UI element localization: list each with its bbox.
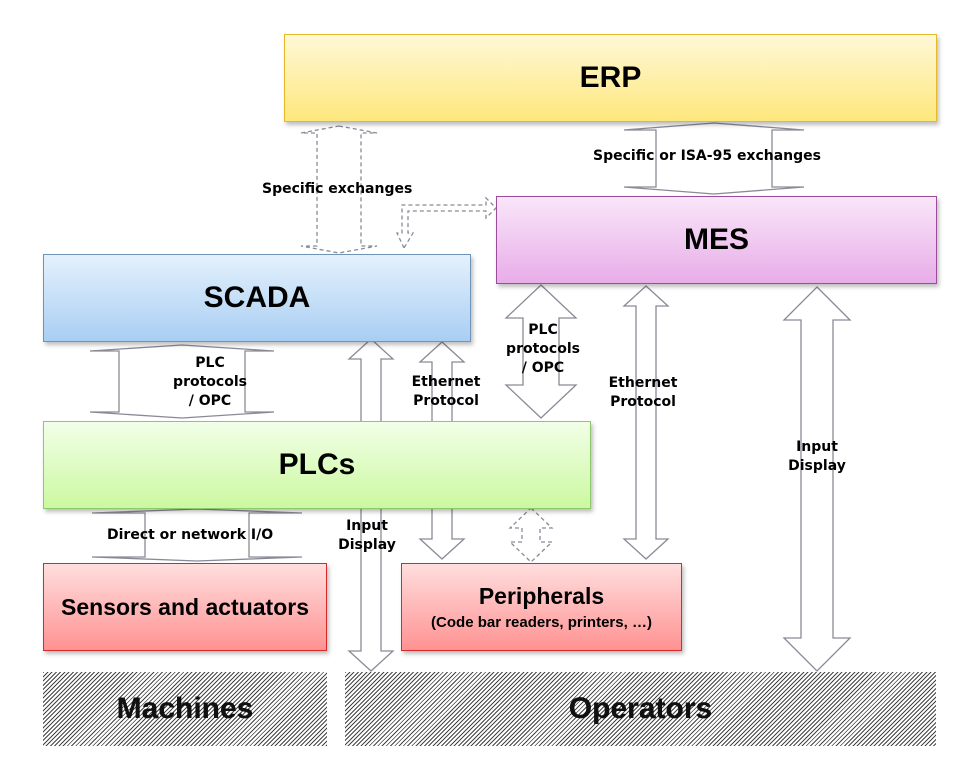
label-line: Display [338,537,396,553]
label-mes-operators: Input Display [777,438,857,476]
label-line: / OPC [188,393,232,409]
label-line: Ethernet [411,374,481,390]
arrow-mes-peripherals [622,285,670,560]
peripherals-label: Peripherals [478,583,605,609]
label-line: Display [788,458,846,474]
arrow-scada-mes-bent [395,196,497,250]
operators-layer: Operators [345,672,936,746]
erp-layer: ERP [284,34,937,122]
arrow-erp-scada [300,125,378,254]
peripherals-sublabel: (Code bar readers, printers, …) [431,614,652,631]
label-line: PLC [528,322,558,338]
label-line: Ethernet [608,375,678,391]
label-mes-plcs: PLC protocols / OPC [488,321,598,378]
label-line: PLC [195,355,225,371]
arrow-plcs-sensors [91,508,303,562]
label-scada-plcs: PLC protocols / OPC [155,354,265,411]
arrow-scada-plcs [89,344,275,419]
scada-layer: SCADA [43,254,471,342]
scada-label: SCADA [203,281,311,314]
label-erp-mes: Specific or ISA-95 exchanges [593,148,821,164]
label-line: Protocol [610,394,676,410]
plcs-layer: PLCs [43,421,591,509]
label-line: Input [346,518,388,534]
label-erp-scada: Specific exchanges [262,181,413,197]
peripherals-layer: Peripherals (Code bar readers, printers,… [401,563,682,651]
mes-layer: MES [496,196,937,284]
label-line: protocols [173,374,247,390]
label-plcs-sensors: Direct or network I/O [107,527,274,543]
plcs-label: PLCs [278,448,356,481]
label-line: Input [796,439,838,455]
sensors-actuators-layer: Sensors and actuators [43,563,327,651]
label-line: / OPC [521,360,565,376]
operators-label: Operators [568,692,713,725]
machines-layer: Machines [43,672,327,746]
label-line: protocols [506,341,580,357]
arrow-mes-operators [782,286,852,672]
machines-label: Machines [116,692,254,725]
label-scada-peripherals: Ethernet Protocol [402,373,490,411]
label-line: Protocol [413,393,479,409]
mes-label: MES [683,223,749,256]
erp-label: ERP [579,61,642,94]
arrow-plcs-peripherals [508,507,554,563]
label-mes-peripherals: Ethernet Protocol [599,374,687,412]
sensors-label: Sensors and actuators [61,593,309,620]
label-scada-operators: Input Display [327,517,407,555]
arrow-mes-plcs [504,284,578,419]
arrow-erp-mes [623,122,805,195]
